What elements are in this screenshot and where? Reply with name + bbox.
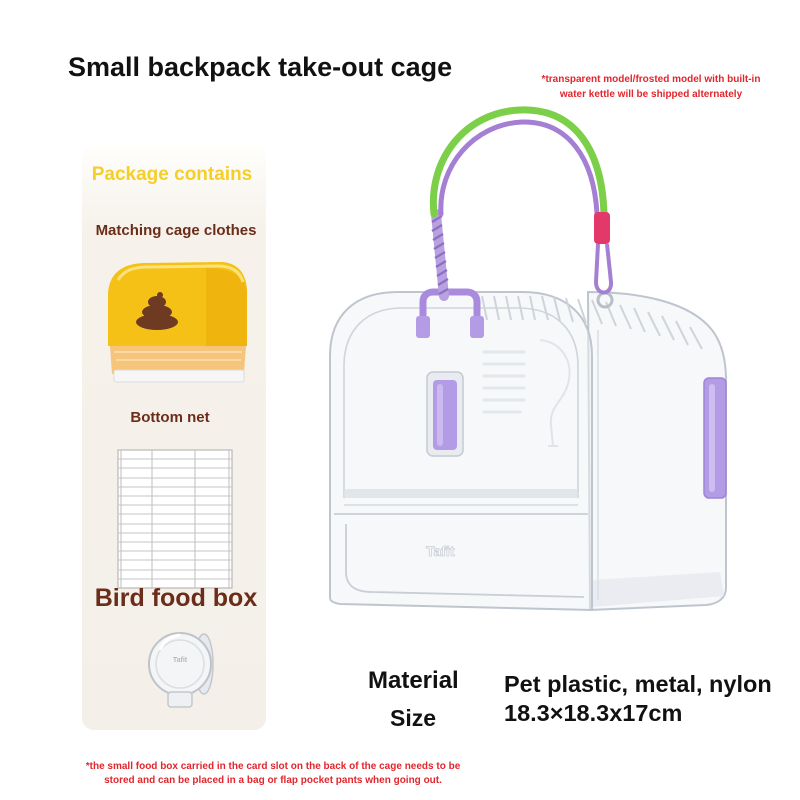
poop-emblem-icon <box>136 292 178 330</box>
material-label: Material <box>368 667 459 694</box>
strap-sleeve <box>594 212 610 244</box>
cage-side-panel <box>586 290 727 612</box>
food-box-rim <box>155 639 205 689</box>
cover-tray-base <box>113 369 245 383</box>
front-latch-highlight <box>437 384 443 446</box>
poop-emblem-middle <box>142 305 172 319</box>
strap-purple-band <box>438 119 600 217</box>
food-box-body <box>148 632 212 696</box>
net-frame <box>117 449 233 589</box>
shipping-note-line-2: water kettle will be shipped alternately <box>559 89 743 100</box>
cage-floor-plate <box>592 572 724 607</box>
food-box-image: Tafit <box>148 632 214 708</box>
cage-clothes-label: Matching cage clothes <box>95 222 257 239</box>
cage-front-window <box>343 307 579 498</box>
cage-clothes-image <box>108 262 247 383</box>
food-box-highlight <box>158 633 181 651</box>
food-box-label: Bird food box <box>94 584 258 612</box>
shipping-note-line-1: *transparent model/frosted model with bu… <box>541 74 761 85</box>
food-box-spout <box>167 691 193 708</box>
food-box-brand-logo: Tafit <box>173 657 188 664</box>
handle-mount-hinge-right <box>470 316 484 338</box>
cage-top-ribs <box>481 295 703 350</box>
poop-emblem-base <box>136 314 178 330</box>
page-title: Small backpack take-out cage <box>68 52 453 82</box>
storage-note-line-1: *the small food box carried in the card … <box>85 761 461 772</box>
bird-cage-image: Tafit <box>329 288 727 612</box>
poop-emblem-tip <box>157 292 163 298</box>
cage-drawer <box>334 513 588 598</box>
cage-brand-logo: Tafit <box>426 543 455 559</box>
shipping-note: *transparent model/frosted model with bu… <box>531 72 771 102</box>
storage-note-line-2: stored and can be placed in a bag or fla… <box>104 775 442 786</box>
cover-side-shade <box>206 268 247 346</box>
storage-note: *the small food box carried in the card … <box>73 760 473 788</box>
cover-top-highlight <box>116 264 245 283</box>
strap-green-band <box>429 106 608 218</box>
bottom-net-image <box>117 449 233 589</box>
handle-mount-hinge-left <box>416 316 430 338</box>
material-value: Pet plastic, metal, nylon <box>504 671 772 697</box>
package-contains-heading: Package contains <box>91 164 253 185</box>
cage-door-bar <box>344 489 578 498</box>
size-label: Size <box>390 705 437 731</box>
bottom-net-label: Bottom net <box>130 409 210 426</box>
cover-tray-lines <box>114 351 242 361</box>
poop-emblem-top <box>148 296 166 308</box>
handle-mount-clip <box>419 288 481 338</box>
side-latch-highlight <box>709 384 715 492</box>
twisted-cord-marks <box>431 215 449 295</box>
strap-loop <box>593 243 613 295</box>
net-grid-lines <box>118 450 232 588</box>
size-value: 18.3×18.3x17cm <box>504 700 683 726</box>
carry-strap-image <box>429 106 613 301</box>
front-latch <box>433 380 457 450</box>
